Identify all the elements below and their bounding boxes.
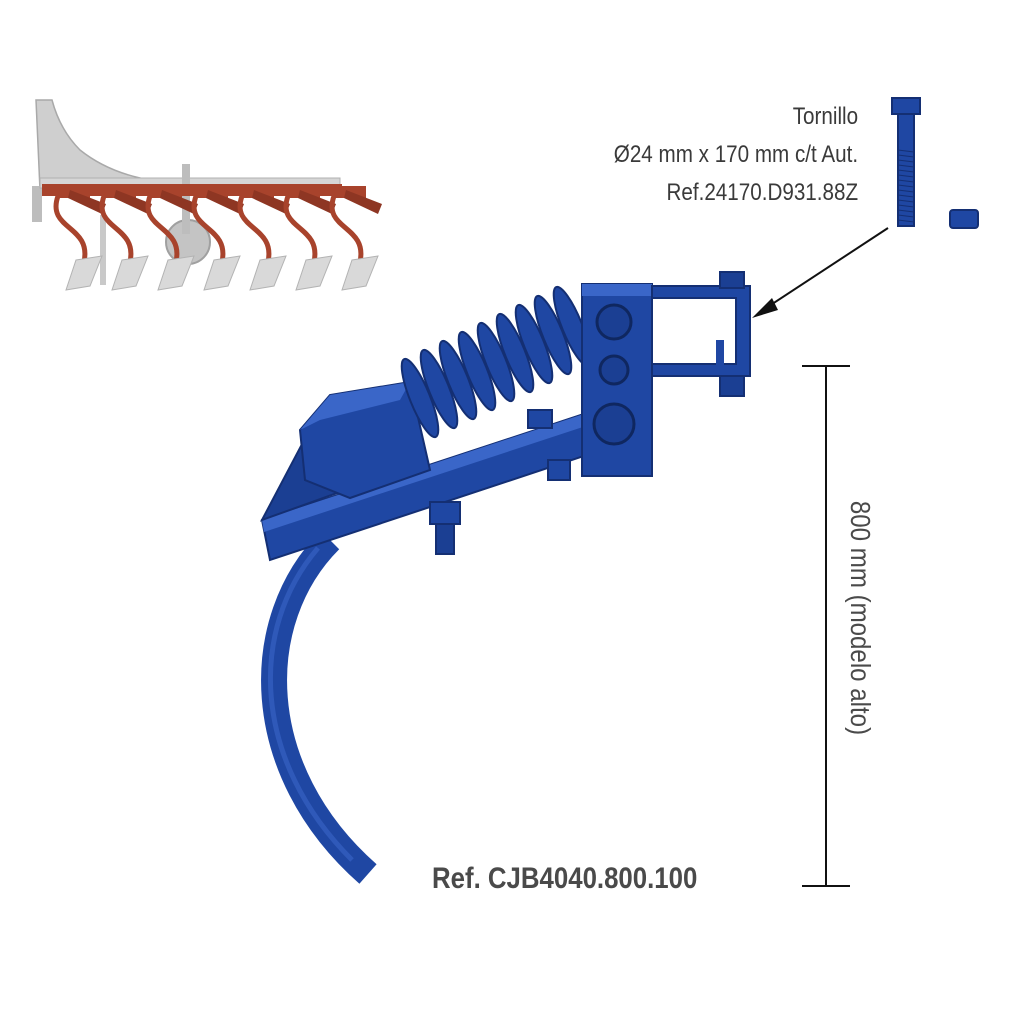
height-dimension-label: 800 mm (modelo alto) [845, 500, 876, 736]
mount-bracket [651, 285, 751, 377]
thumb-tine [237, 186, 290, 291]
cultivator-frame-thumbnail [32, 99, 382, 291]
height-dimension [802, 365, 850, 887]
hex-nut-icon [949, 209, 979, 229]
bolt-spec: Ø24 mm x 170 mm c/t Aut. [613, 141, 858, 168]
thumb-tine [145, 186, 198, 291]
leader-arrow [759, 227, 889, 313]
thumb-tine [283, 186, 336, 291]
coil-spring [400, 285, 592, 439]
thumb-tine [99, 186, 152, 291]
bolt-label: Tornillo Ø24 mm x 170 mm c/t Aut. Ref.24… [614, 98, 858, 212]
thumb-tine [329, 186, 382, 291]
thumb-tine [191, 186, 244, 291]
bolt-ref: Ref.24170.D931.88Z [666, 179, 858, 206]
product-ref: Ref. CJB4040.800.100 [432, 862, 698, 895]
hex-bolt-icon [891, 97, 921, 227]
bolt-title: Tornillo [792, 103, 858, 130]
thumb-tine [53, 186, 106, 291]
